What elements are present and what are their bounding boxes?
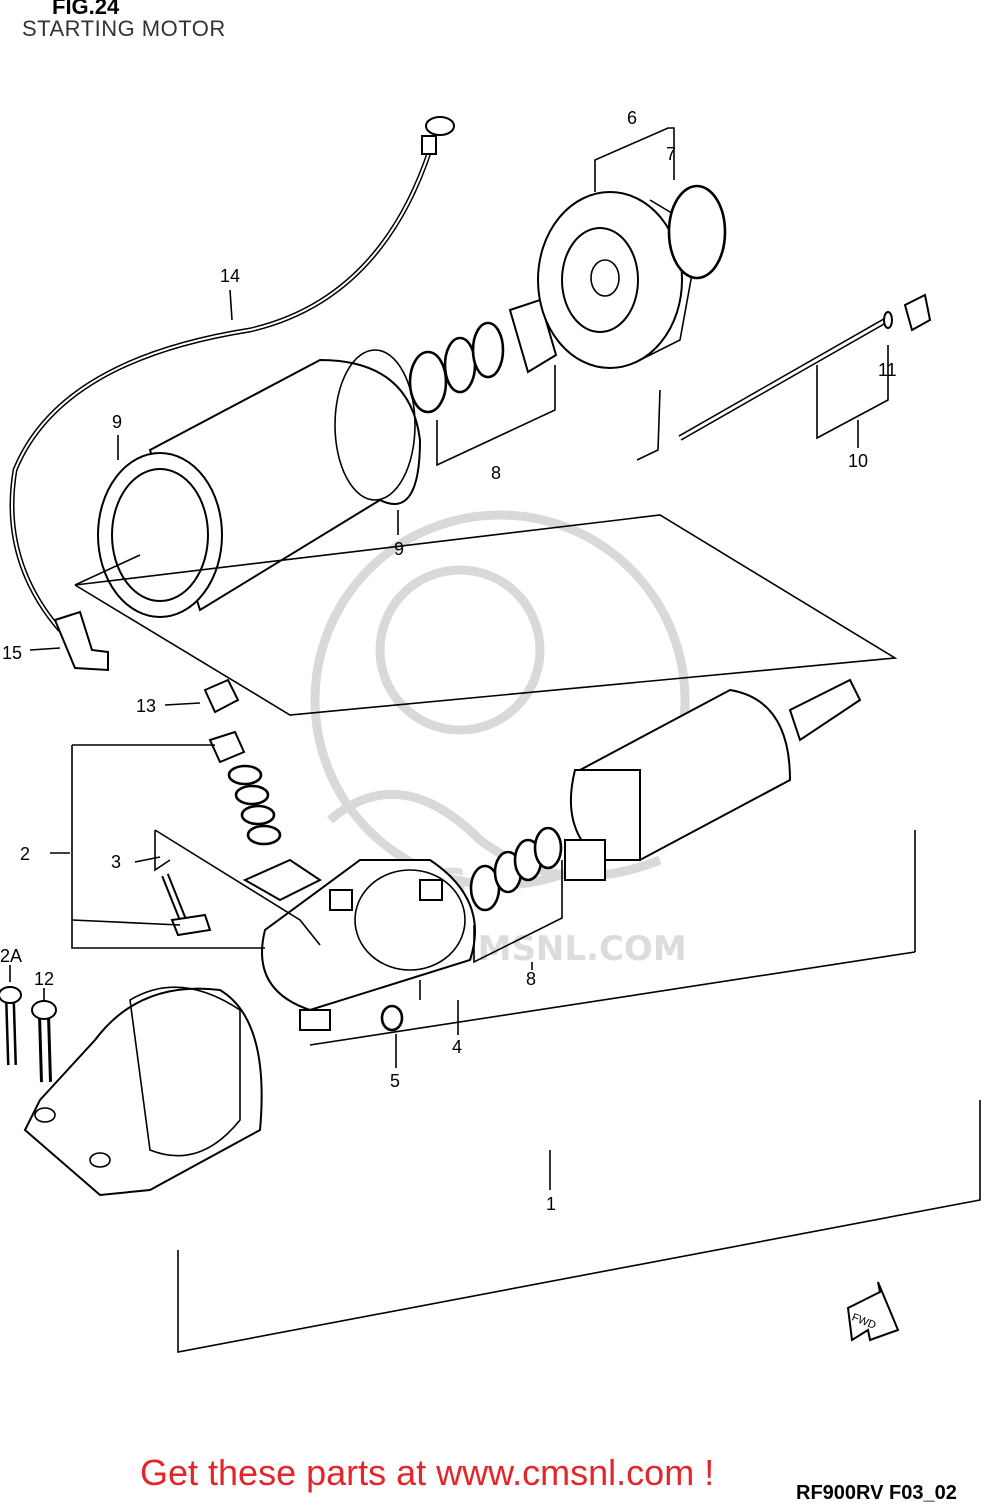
label-9b: 9 [394, 539, 404, 559]
front-housing-part-1 [23, 986, 263, 1197]
label-7: 7 [666, 144, 676, 164]
through-bolt-part-10 [678, 293, 932, 441]
label-8b: 8 [526, 969, 536, 989]
terminal-bolt-part-3 [161, 873, 212, 937]
bearing-part-5 [380, 1004, 404, 1032]
label-3: 3 [111, 852, 121, 872]
label-1: 1 [546, 1194, 556, 1214]
label-14: 14 [220, 266, 240, 286]
bolt-part-12 [31, 1000, 57, 1083]
get-parts-link[interactable]: Get these parts at www.cmsnl.com ! [140, 1452, 715, 1493]
label-13: 13 [136, 696, 156, 716]
label-8a: 8 [491, 463, 501, 483]
part-labels: 6 7 14 11 9 10 8 9 15 13 2 3 2A 8 12 4 5… [0, 108, 897, 1214]
lead-wire-part-14 [9, 116, 455, 632]
label-5: 5 [390, 1071, 400, 1091]
washer-set-part-8-upper [408, 298, 558, 414]
boot-part-15 [53, 610, 109, 672]
bracket-lines [9, 127, 981, 1353]
label-11: 11 [878, 360, 897, 380]
label-6: 6 [627, 108, 637, 128]
washer-set-part-8-lower [469, 826, 563, 912]
end-cover-part-6 [537, 191, 701, 369]
label-2: 2 [20, 844, 30, 864]
label-12: 12 [34, 969, 54, 989]
bolt-part-2A [0, 986, 22, 1066]
o-ring-part-7 [667, 184, 727, 280]
figure-code: RF900RV F03_02 [796, 1482, 957, 1504]
forward-arrow-icon: FWD [846, 1281, 900, 1342]
terminal-kit-part-2 [203, 678, 322, 902]
label-2A: 2A [0, 946, 22, 966]
figure-subtitle: STARTING MOTOR [22, 16, 226, 41]
label-10: 10 [848, 451, 868, 471]
figure-title: FIG.24 [52, 0, 120, 19]
armature [564, 678, 862, 881]
label-9a: 9 [112, 412, 122, 432]
label-4: 4 [452, 1037, 462, 1057]
label-15: 15 [2, 643, 22, 663]
brush-holder-part-4 [261, 859, 476, 1031]
yoke-housing-part-9 [97, 349, 422, 618]
